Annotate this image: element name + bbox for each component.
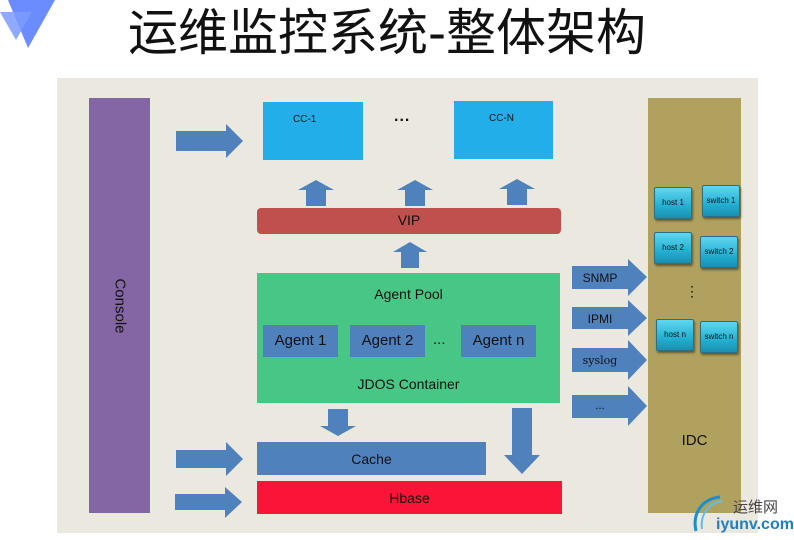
vip-bar: VIP <box>257 208 561 234</box>
arrow-syslog <box>572 340 647 380</box>
protocol-label-syslog: syslog <box>582 354 618 367</box>
page-title: 运维监控系统-整体架构 <box>128 4 647 62</box>
protocol-label-snmp: SNMP <box>582 271 618 285</box>
watermark-domain: iyunv.com <box>716 516 794 533</box>
arrow-console-to-hbase <box>175 487 242 518</box>
idc-block: host 1 switch 1 host 2 switch 2 ⋮ host n… <box>648 98 741 513</box>
console-block: Console <box>89 98 150 513</box>
watermark-swirl-icon <box>693 495 723 532</box>
cache-label: Cache <box>351 451 392 467</box>
hbase-label: Hbase <box>389 490 430 506</box>
arrow-pool-to-hbase <box>504 408 540 474</box>
idc-label: IDC <box>681 432 708 449</box>
cc-node-label: CC-N <box>489 113 514 124</box>
cc-node-label: CC-1 <box>293 114 317 125</box>
arrow-pool-to-vip <box>393 242 427 268</box>
arrow-pool-down-cache <box>320 409 356 436</box>
jdos-container-label: JDOS Container <box>357 376 460 392</box>
arrow-console-to-cache <box>176 442 243 476</box>
arrow-vip-to-cc-mid <box>397 180 433 206</box>
agent-pool: Agent Pool Agent 1 Agent 2 ... Agent n J… <box>257 273 560 403</box>
device-host-1: host 1 <box>654 187 692 219</box>
arrow-more <box>572 386 647 426</box>
arrow-snmp <box>572 259 647 296</box>
device-switch-1: switch 1 <box>702 185 740 217</box>
triangle-logo-icon <box>0 0 55 48</box>
hbase-block: Hbase <box>257 481 562 514</box>
agent-n: Agent n <box>461 325 536 357</box>
vip-label: VIP <box>397 212 421 228</box>
cc-node-n: CC-N <box>454 101 553 159</box>
device-switch-2: switch 2 <box>700 236 738 268</box>
arrow-vip-to-cc-n <box>499 179 535 205</box>
device-switch-n: switch n <box>700 321 738 353</box>
cc-node-1: CC-1 <box>263 102 363 160</box>
agent-1: Agent 1 <box>263 325 338 357</box>
cache-block: Cache <box>257 442 486 475</box>
device-host-2: host 2 <box>654 232 692 264</box>
arrow-vip-to-cc-1 <box>298 180 334 206</box>
watermark-cn: 运维网 <box>733 498 779 516</box>
device-host-n: host n <box>656 319 694 351</box>
agent-pool-title: Agent Pool <box>374 286 443 302</box>
protocol-label-more: ... <box>595 400 605 412</box>
agent-ellipsis: ... <box>433 331 446 348</box>
arrow-ipmi <box>572 300 647 336</box>
arrow-console-to-cc <box>176 124 243 158</box>
protocol-label-ipmi: IPMI <box>587 312 613 326</box>
device-ellipsis: ⋮ <box>685 283 699 299</box>
agent-2: Agent 2 <box>350 325 425 357</box>
cc-ellipsis: ... <box>394 108 411 125</box>
